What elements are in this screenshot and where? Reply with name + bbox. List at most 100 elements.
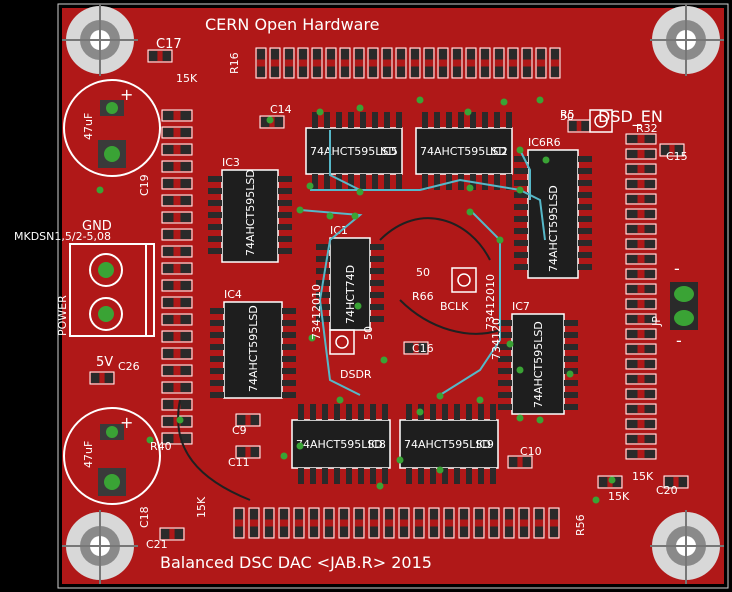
resistor (625, 133, 657, 145)
ic-ref: IC2 (490, 145, 508, 158)
dsd-en-button[interactable] (589, 109, 613, 133)
capacitor (507, 455, 533, 469)
capacitor (147, 49, 173, 63)
via (536, 416, 544, 424)
capacitor (159, 527, 185, 541)
label-c10: C10 (520, 445, 542, 458)
label-c15: C15 (666, 150, 688, 163)
label-bclk: BCLK (440, 300, 469, 313)
capacitor (235, 445, 261, 459)
label-c19: C19 (138, 174, 151, 196)
via (356, 104, 364, 112)
via (592, 496, 600, 504)
label-15k-c: 15K (632, 470, 654, 483)
resistor (161, 211, 193, 224)
via (566, 370, 574, 378)
ic-ref: IC1 (330, 224, 348, 237)
label-c14: C14 (270, 103, 292, 116)
resistor (625, 448, 657, 460)
via (356, 188, 364, 196)
resistor (161, 364, 193, 377)
resistor (161, 143, 193, 156)
resistor (493, 47, 505, 79)
mounting-hole-br (650, 510, 724, 584)
label-num2: 73412010 (484, 274, 497, 330)
capacitor (89, 371, 115, 385)
resistor (263, 507, 275, 539)
resistor (625, 178, 657, 190)
resistor (367, 47, 379, 79)
via (466, 208, 474, 216)
ic-ref: IC9 (476, 438, 494, 451)
ic-label: 74AHCT595LSD (244, 169, 257, 256)
resistor (161, 313, 193, 326)
resistor (161, 330, 193, 343)
via (380, 356, 388, 364)
resistor (161, 415, 193, 428)
label-jp: JP (650, 316, 663, 327)
label-15k-b: 15K (608, 490, 630, 503)
label-c26: C26 (118, 360, 140, 373)
via (516, 366, 524, 374)
resistor (625, 253, 657, 265)
resistor (398, 507, 410, 539)
via (496, 236, 504, 244)
mounting-hole-tl (62, 4, 138, 76)
via-group (96, 96, 616, 504)
label-50-a: 50 (416, 266, 430, 279)
label-num1: 73412010 (310, 284, 323, 340)
resistor (625, 193, 657, 205)
resistor (625, 403, 657, 415)
via (466, 184, 474, 192)
via (476, 396, 484, 404)
via (500, 98, 508, 106)
capacitor (663, 475, 689, 489)
power-terminal (69, 243, 155, 337)
capacitor-bottom-left (63, 407, 161, 505)
via (436, 392, 444, 400)
via (608, 476, 616, 484)
resistor (339, 47, 351, 79)
resistor (503, 507, 515, 539)
capacitor-top-left (63, 79, 161, 177)
label-c16: C16 (412, 342, 434, 355)
resistor (161, 432, 193, 445)
label-dsdr: DSDR (340, 368, 372, 381)
via (296, 206, 304, 214)
resistor (625, 358, 657, 370)
resistor (383, 507, 395, 539)
ic-label: 74AHCT595LSD (247, 305, 260, 392)
label-r56: R56 (574, 514, 587, 536)
resistor (625, 268, 657, 280)
via (542, 156, 550, 164)
ic-label: 74AHCT595LSD (296, 438, 383, 451)
via (536, 96, 544, 104)
resistor (161, 398, 193, 411)
label-cap1-plus: + (120, 85, 133, 104)
label-r66: R66 (412, 290, 434, 303)
ic-label: 74HCT74D (344, 265, 357, 324)
trace-group (177, 130, 546, 501)
capacitor (659, 143, 685, 157)
label-r40: R40 (150, 440, 172, 453)
resistor (308, 507, 320, 539)
via (146, 436, 154, 444)
resistor (625, 238, 657, 250)
resistor (353, 507, 365, 539)
resistor (465, 47, 477, 79)
label-15k-d: 15K (195, 496, 208, 518)
bclk-testpoint (451, 267, 477, 293)
via (416, 96, 424, 104)
resistor (325, 47, 337, 79)
ic-ref: IC6 (528, 136, 546, 149)
dsdr-testpoint (329, 329, 355, 355)
resistor (625, 298, 657, 310)
resistor (428, 507, 440, 539)
resistor (248, 507, 260, 539)
